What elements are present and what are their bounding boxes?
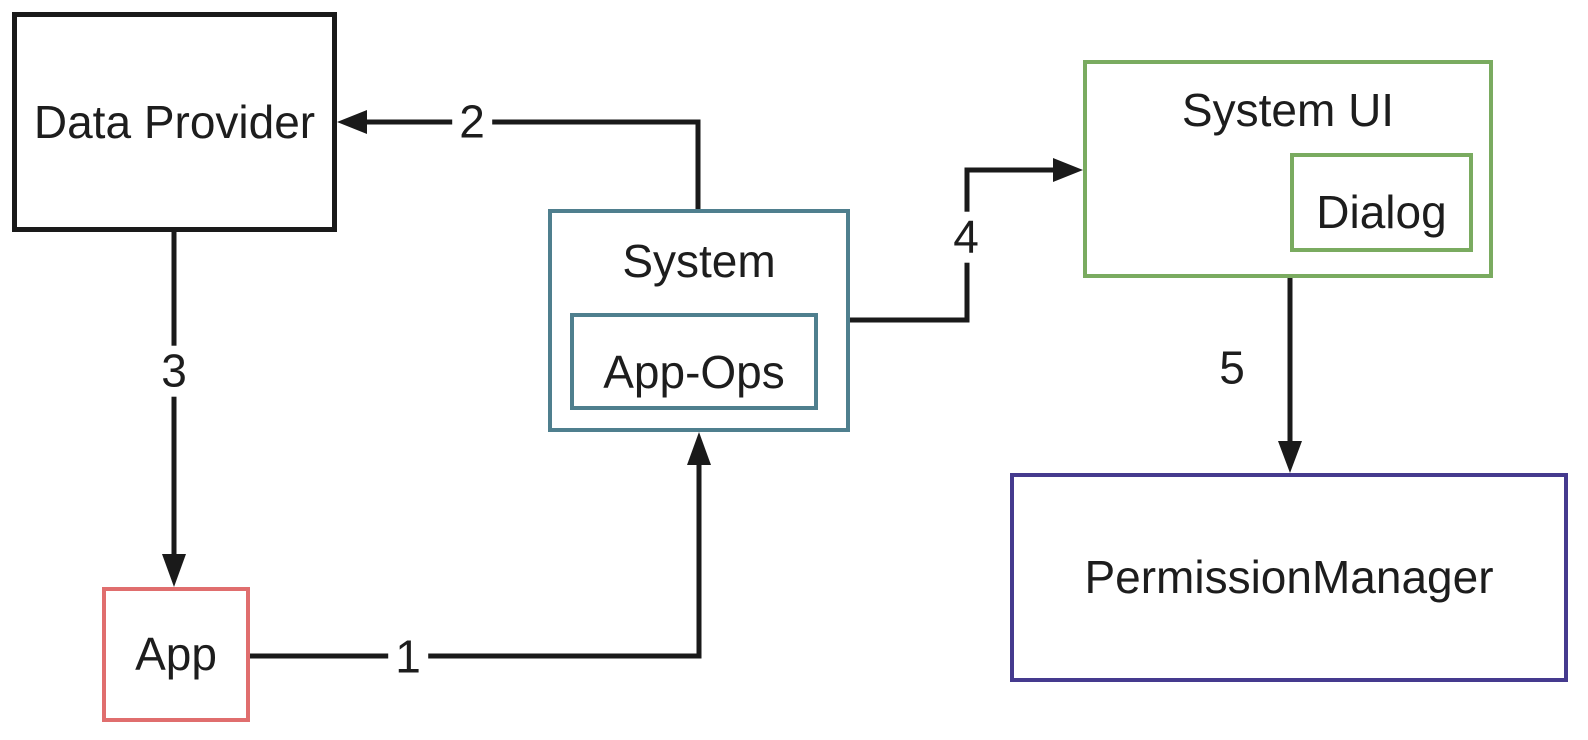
arrow-app-to-system [250, 432, 711, 659]
edge-label-1: 1 [388, 632, 428, 683]
node-app-ops-label: App-Ops [603, 346, 785, 399]
edge-label-2: 2 [452, 97, 492, 148]
edge-label-5: 5 [1212, 343, 1252, 394]
node-system-label: System [622, 235, 776, 287]
node-app-ops: App-Ops [570, 313, 818, 410]
node-system-ui-label: System UI [1181, 84, 1395, 136]
arrowhead-down-icon [1278, 441, 1302, 473]
node-data-provider-label: Data Provider [33, 95, 316, 148]
edge-label-3: 3 [154, 346, 194, 397]
arrowhead-up-icon [687, 432, 711, 465]
arrow-system-ui-to-permission-manager [1278, 278, 1302, 473]
node-system-ui: System UI Dialog [1083, 60, 1493, 278]
arrowhead-down-icon [162, 554, 186, 587]
node-app: App [102, 587, 250, 722]
arrowhead-right-icon [1053, 158, 1083, 182]
node-data-provider: Data Provider [12, 12, 337, 232]
node-app-label: App [135, 628, 217, 681]
arrowhead-left-icon [337, 110, 367, 134]
node-system: System App-Ops [548, 209, 850, 432]
edge-label-4: 4 [946, 212, 986, 263]
node-permission-manager: PermissionManager [1010, 473, 1568, 682]
node-permission-manager-label: PermissionManager [1084, 551, 1494, 604]
node-dialog: Dialog [1290, 153, 1473, 252]
arrow-data-provider-to-app [162, 232, 186, 587]
node-dialog-label: Dialog [1316, 186, 1447, 239]
arrow-system-to-data-provider [337, 110, 701, 209]
